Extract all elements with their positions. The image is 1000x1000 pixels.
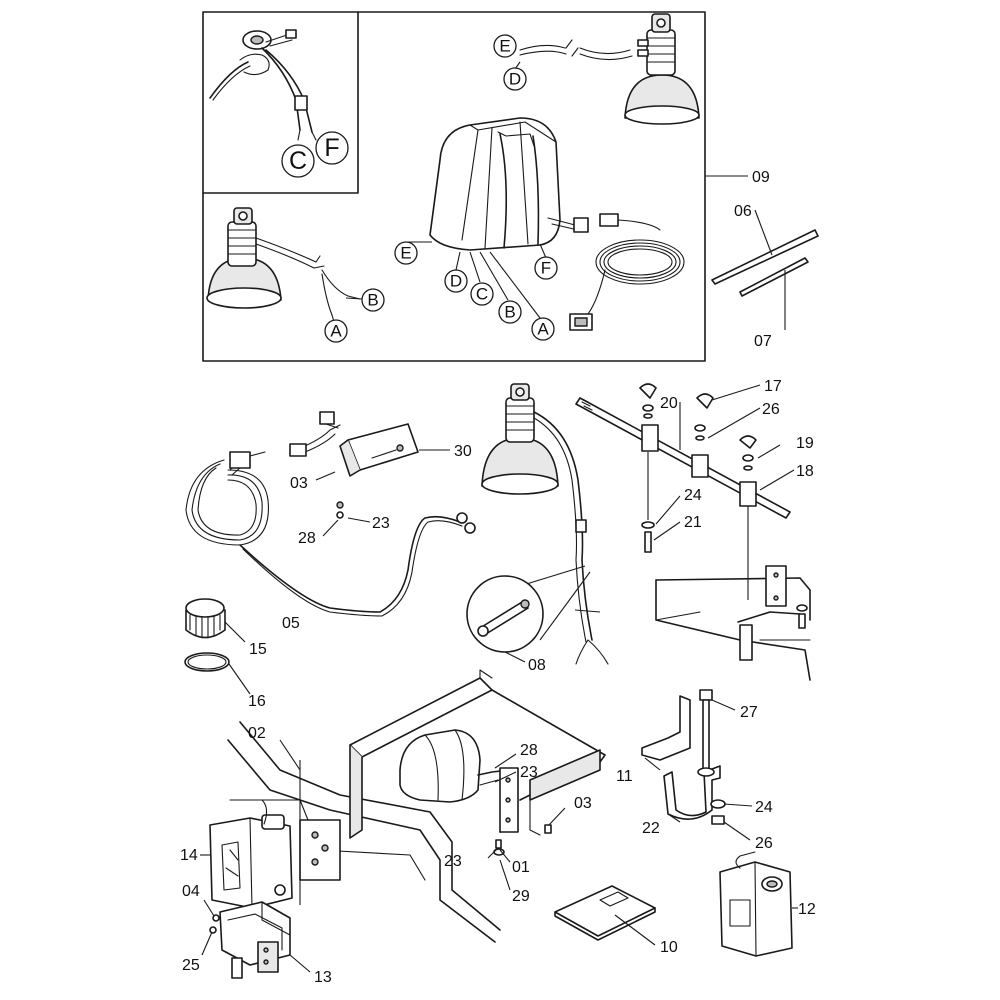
letter-a-lamp-text: A: [330, 322, 342, 341]
cable-ties: [711, 209, 819, 330]
label-part-16: 16: [248, 693, 266, 710]
cap-15: [185, 598, 246, 643]
bracket-22: [663, 689, 753, 841]
label-part-03-top: 03: [290, 475, 308, 492]
label-part-05: 05: [282, 615, 300, 632]
label-part-18: 18: [796, 463, 814, 480]
letter-b-lamp-text: B: [367, 291, 378, 310]
bracket-11: [641, 695, 691, 771]
label-part-28-top: 28: [298, 530, 316, 547]
label-part-20: 20: [660, 395, 678, 412]
letter-c-box: C: [470, 282, 494, 306]
label-part-14: 14: [180, 847, 198, 864]
label-part-07: 07: [754, 333, 772, 350]
letter-d-lamp-text: D: [509, 70, 521, 89]
inset-wiring-detail: [209, 29, 317, 141]
letter-d-box: D: [444, 269, 468, 293]
label-part-19: 19: [796, 435, 814, 452]
letter-f-inset: F: [315, 131, 349, 165]
frame-lower: [227, 669, 606, 943]
label-part-08: 08: [528, 657, 546, 674]
jerrycan-14: [200, 799, 293, 909]
letter-a-box-text: A: [537, 320, 549, 339]
lamp-assembly-top: [519, 13, 700, 125]
kit-09-frame: [202, 11, 748, 362]
control-box-housing: [429, 117, 685, 331]
letter-c-inset: C: [281, 144, 315, 178]
label-part-24-bottom: 24: [755, 799, 773, 816]
lamp-center: [481, 383, 609, 665]
letter-f-box: F: [534, 256, 558, 280]
letter-c-box-text: C: [476, 285, 488, 304]
label-part-23-top: 23: [372, 515, 390, 532]
label-part-02: 02: [248, 725, 266, 742]
label-part-24-top: 24: [684, 487, 702, 504]
label-part-23-bottom: 23: [444, 853, 462, 870]
frame-beam-right: [655, 565, 811, 681]
manual-10: [554, 885, 656, 946]
label-part-15: 15: [249, 641, 267, 658]
control-unit-30: [289, 411, 450, 537]
label-part-10: 10: [660, 939, 678, 956]
label-part-27: 27: [740, 704, 758, 721]
canister-12: [719, 851, 798, 957]
label-part-06: 06: [734, 203, 752, 220]
clamp-rod-assembly: [575, 383, 795, 600]
letter-b-lamp: B: [361, 288, 385, 312]
letter-d-lamp: D: [503, 67, 527, 91]
label-part-01: 01: [512, 859, 530, 876]
label-part-03-bottom: 03: [574, 795, 592, 812]
label-part-22: 22: [642, 820, 660, 837]
letter-e-box: E: [394, 241, 418, 265]
letter-c-inset-text: C: [289, 147, 307, 175]
label-part-26-bottom: 26: [755, 835, 773, 852]
letter-b-box-text: B: [504, 303, 515, 322]
letter-e-box-text: E: [400, 244, 411, 263]
lamp-assembly-left: [206, 207, 361, 316]
letter-e-lamp: E: [493, 34, 517, 58]
letter-b-box: B: [498, 300, 522, 324]
letter-f-inset-text: F: [324, 134, 339, 162]
pin-detail-08: [466, 565, 591, 663]
label-part-21: 21: [684, 514, 702, 531]
label-part-28-bottom: 28: [520, 742, 538, 759]
label-part-26-top: 26: [762, 401, 780, 418]
label-part-30: 30: [454, 443, 472, 460]
letter-d-box-text: D: [450, 272, 462, 291]
label-part-17: 17: [764, 378, 782, 395]
label-part-13: 13: [314, 969, 332, 986]
label-part-09: 09: [752, 169, 770, 186]
label-part-25: 25: [182, 957, 200, 974]
letter-a-box: A: [531, 317, 555, 341]
label-part-11: 11: [616, 768, 633, 785]
label-part-12: 12: [798, 901, 816, 918]
label-part-23-mid: 23: [520, 764, 538, 781]
ring-16: [184, 652, 251, 695]
cable-coil-05: [185, 451, 476, 617]
letter-f-box-text: F: [541, 259, 551, 278]
letter-e-lamp-text: E: [499, 37, 510, 56]
label-part-04: 04: [182, 883, 200, 900]
holder-13: [201, 899, 311, 979]
letter-a-lamp: A: [324, 319, 348, 343]
lamp-cover-bracket: [399, 729, 566, 891]
label-part-29: 29: [512, 888, 530, 905]
